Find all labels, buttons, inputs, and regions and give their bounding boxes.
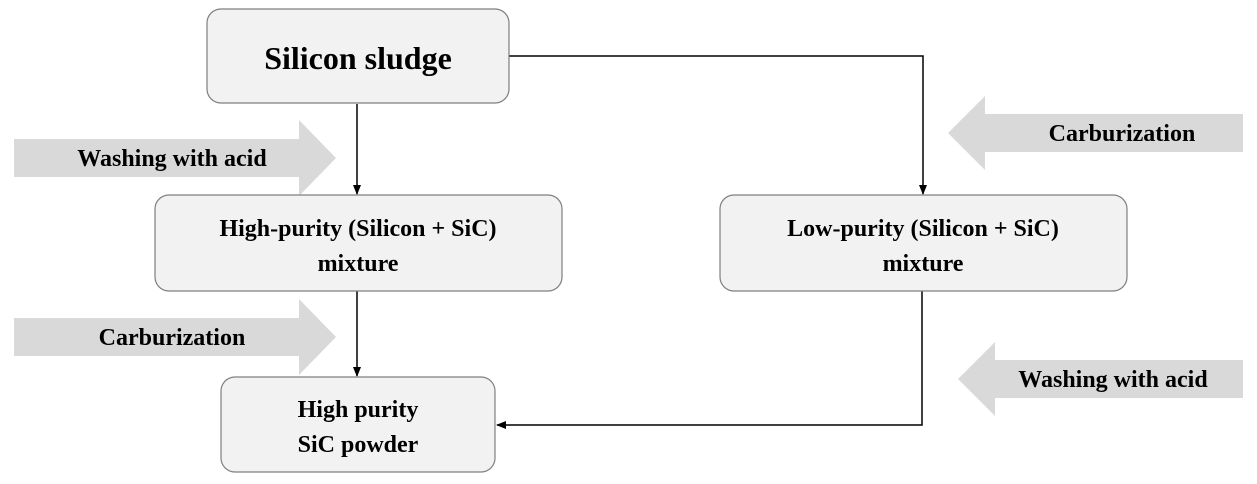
step-right-carburization: Carburization [948,96,1243,170]
node-low-purity-mixture: Low-purity (Silicon + SiC) mixture [719,194,1128,292]
node-label-line-1: Low-purity (Silicon + SiC) [787,216,1059,242]
node-box [206,8,510,104]
node-high-purity-mixture: High-purity (Silicon + SiC) mixture [154,194,563,292]
left-arrow-shape [948,96,1243,170]
right-arrow-shape [14,120,336,196]
node-label-line-2: mixture [883,251,964,277]
connector-low-mix-to-high-sic [496,291,923,429]
step-label: Carburization [1049,121,1196,147]
step-label: Washing with acid [77,146,267,172]
step-left-carburization: Carburization [14,299,336,375]
left-arrow-shape [958,342,1243,416]
node-label: Silicon sludge [264,40,452,76]
node-box [719,194,1128,292]
node-label-line-1: High purity [298,397,419,423]
step-right-washing: Washing with acid [958,342,1243,416]
node-label-line-2: mixture [318,251,399,277]
right-arrow-shape [14,299,336,375]
connector-sludge-to-low-mix [509,55,927,195]
step-label: Carburization [99,325,246,351]
node-box [154,194,563,292]
connectors [353,55,927,429]
node-silicon-sludge: Silicon sludge [206,8,510,104]
node-high-purity-sic-powder: High purity SiC powder [220,376,496,473]
step-left-washing: Washing with acid [14,120,336,196]
step-label: Washing with acid [1018,367,1208,393]
node-box [220,376,496,473]
node-label-line-1: High-purity (Silicon + SiC) [219,216,496,242]
node-label-line-2: SiC powder [298,432,419,458]
